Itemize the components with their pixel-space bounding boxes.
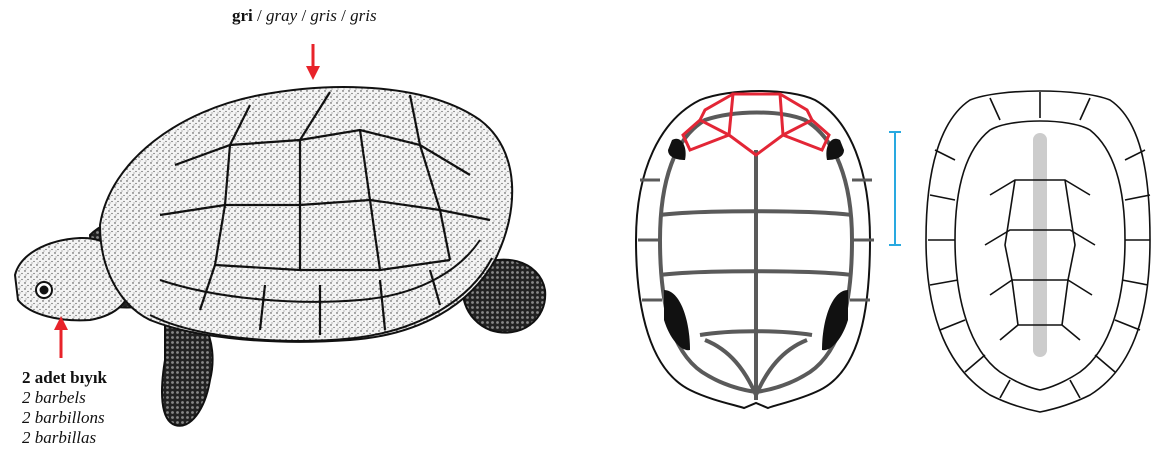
up-arrow-icon [54, 316, 68, 358]
turtle-side-view [15, 87, 545, 426]
down-arrow-icon [306, 44, 320, 80]
carapace-diagram [926, 91, 1150, 412]
scale-bar [889, 132, 901, 245]
plastron-diagram [636, 91, 874, 408]
